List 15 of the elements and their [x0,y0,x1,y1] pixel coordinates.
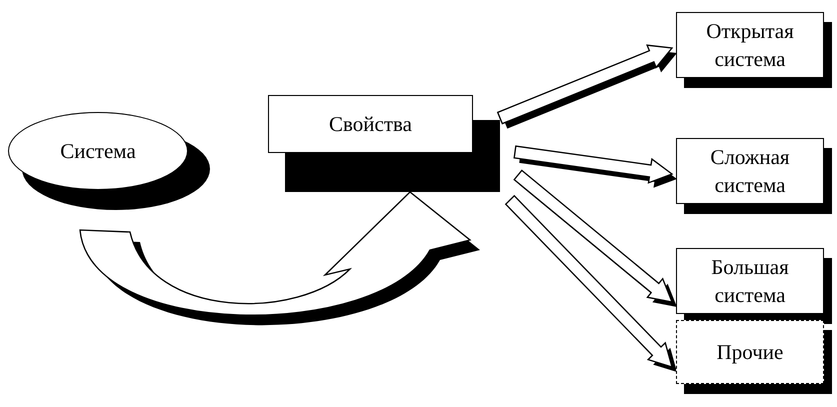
process-box [268,95,473,153]
node-label: Открытая система [705,18,795,73]
process-box [676,248,824,314]
process-box [676,12,824,78]
process-box [676,320,824,384]
node-label: Сложная система [709,144,791,199]
block-arrow [504,194,677,372]
node-label: Свойства [329,111,412,138]
node-label: Прочие [716,339,784,366]
block-arrow [79,191,480,325]
block-arrow [513,145,677,188]
block-arrow [496,44,677,129]
process-box [676,138,824,204]
node-label: Система [60,138,136,165]
node-label: Большая система [710,254,790,309]
